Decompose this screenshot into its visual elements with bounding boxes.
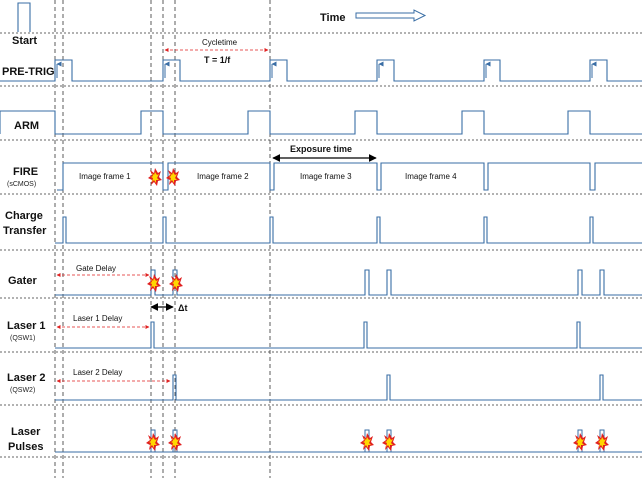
- fire-frame-4: Image frame 4: [405, 172, 457, 181]
- row-label-pretrig: PRE-TRIG: [2, 66, 55, 78]
- row-labels: Start PRE-TRIG ARM FIRE (sCMOS) Charge T…: [2, 35, 55, 453]
- laser-pulse-flash-icon: [382, 433, 396, 451]
- row-label-laser1: Laser 1: [7, 320, 46, 332]
- cycletime-label: Cycletime: [202, 38, 238, 47]
- fire-signal: Image frame 1 Image frame 2 Image frame …: [57, 162, 642, 191]
- laser1-delay-label: Laser 1 Delay: [73, 314, 122, 323]
- row-label-laser2: Laser 2: [7, 372, 46, 384]
- time-arrow-icon: [355, 9, 427, 22]
- delta-t-annotation: Δt: [150, 303, 187, 313]
- pretrig-signal: [0, 59, 642, 82]
- laser-pulse-flash-icon: [360, 433, 374, 451]
- row-label-arm: ARM: [14, 120, 39, 132]
- row-separators: [0, 32, 642, 458]
- exposure-time-annotation: Exposure time: [272, 144, 377, 162]
- charge-transfer-signal: [55, 216, 642, 244]
- laser-pulse-flash-icon: [168, 433, 182, 451]
- laser-pulses: [55, 429, 642, 453]
- laser-flash-icon: [147, 274, 161, 292]
- fire-frame-1: Image frame 1: [79, 172, 131, 181]
- row-label-start: Start: [12, 35, 37, 47]
- row-sublabel-laser1: (QSW1): [10, 335, 35, 342]
- laser2-signal: Laser 2 Delay: [55, 368, 642, 401]
- gate-delay-label: Gate Delay: [76, 264, 116, 273]
- row-label-laser: Laser: [11, 426, 41, 438]
- fire-frame-2: Image frame 2: [197, 172, 249, 181]
- delta-t-label: Δt: [178, 303, 187, 313]
- laser1-signal: Laser 1 Delay: [55, 314, 642, 349]
- row-sublabel-fire: (sCMOS): [7, 181, 36, 188]
- laser-pulse-flash-icon: [146, 433, 160, 451]
- laser-pulse-flash-icon: [573, 433, 587, 451]
- gate-delay-annotation: Gate Delay: [56, 264, 150, 277]
- laser-pulse-flash-icon: [595, 433, 609, 451]
- frequency-label: T = 1/f: [204, 55, 231, 65]
- arm-signal: [0, 110, 642, 135]
- laser-flash-icon: [148, 168, 162, 186]
- exposure-time-label: Exposure time: [290, 144, 352, 154]
- laser-flash-icon: [169, 274, 183, 292]
- row-sublabel-laser2: (QSW2): [10, 387, 35, 394]
- row-label-transfer: Transfer: [3, 225, 47, 237]
- start-signal: [17, 2, 31, 32]
- fire-frame-3: Image frame 3: [300, 172, 352, 181]
- row-label-pulses: Pulses: [8, 441, 43, 453]
- gater-signal: [55, 269, 642, 296]
- row-label-charge: Charge: [5, 210, 43, 222]
- row-label-fire: FIRE: [13, 166, 38, 178]
- laser2-delay-label: Laser 2 Delay: [73, 368, 122, 377]
- row-label-gater: Gater: [8, 275, 37, 287]
- time-label: Time: [320, 12, 345, 24]
- cycletime-annotation: Cycletime T = 1/f: [164, 38, 269, 65]
